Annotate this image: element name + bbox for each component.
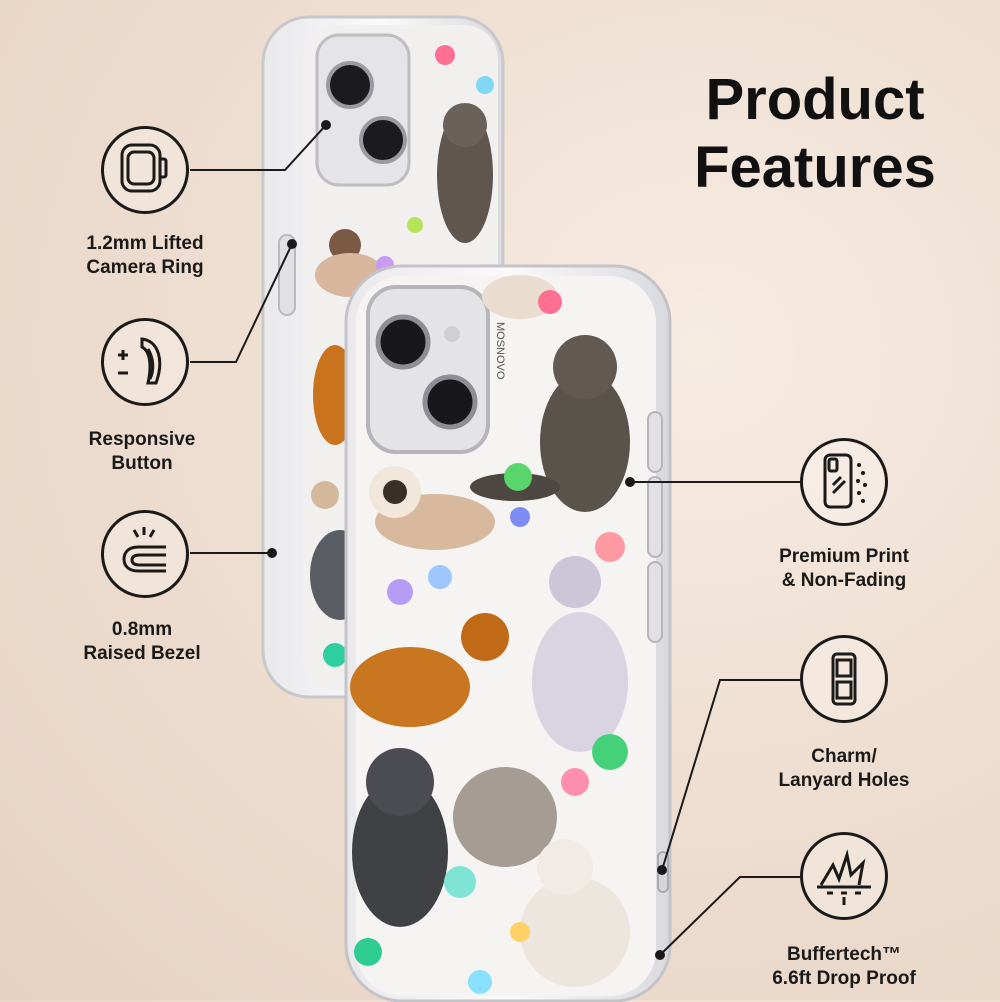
feature-label-camera-ring: 1.2mm Lifted Camera Ring xyxy=(86,233,204,278)
drop-shield-icon xyxy=(800,832,888,920)
feature-label-charm: Charm/ Lanyard Holes xyxy=(778,746,910,791)
feature-label-bezel: 0.8mm Raised Bezel xyxy=(83,619,201,664)
feature-label-drop: Buffertech™ 6.6ft Drop Proof xyxy=(772,944,916,989)
brand-vertical-text: MOSNOVO xyxy=(494,322,506,380)
title-line-1: Product xyxy=(705,67,925,132)
phone-print-icon xyxy=(800,438,888,526)
button-press-icon xyxy=(101,318,189,406)
title-line-2: Features xyxy=(694,135,936,200)
page-title: Product Features xyxy=(660,66,970,202)
lanyard-hole-icon xyxy=(800,635,888,723)
feature-label-button: Responsive Button xyxy=(88,429,196,474)
camera-ring-icon xyxy=(101,126,189,214)
phone-case-front: MOSNOVO xyxy=(344,264,672,1002)
raised-bezel-icon xyxy=(101,510,189,598)
feature-label-print: Premium Print & Non-Fading xyxy=(779,546,909,591)
